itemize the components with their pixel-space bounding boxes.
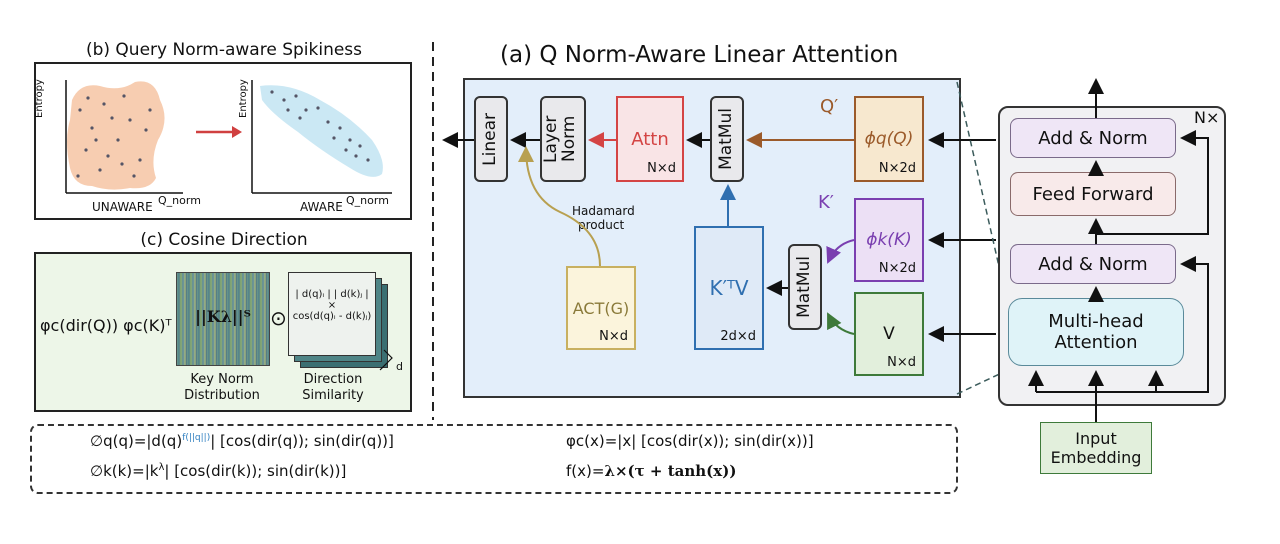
panel-b-title: (b) Query Norm-aware Spikiness <box>85 40 363 60</box>
key-norm-map: ||Kλ||ᵀ <box>176 272 270 366</box>
panel-c-title: (c) Cosine Direction <box>140 230 308 250</box>
nx-label: N× <box>1194 108 1220 127</box>
eq-phi-k: ∅k(k)=|kλ| [cos(dir(k)); sin(dir(k))] <box>90 462 347 480</box>
input-embedding: Input Embedding <box>1040 422 1152 474</box>
layer-norm-block: Layer Norm <box>540 96 586 182</box>
feed-forward: Feed Forward <box>1010 172 1176 216</box>
arrow-act-hadamard <box>518 146 601 267</box>
arrow-phik-matmul <box>826 239 855 264</box>
multi-head-attention: Multi-head Attention <box>1008 298 1184 366</box>
unaware-blob <box>67 81 165 190</box>
add-norm-top: Add & Norm <box>1010 118 1176 158</box>
q-prime-label: Q′ <box>820 96 839 117</box>
hadamard-label-1: Hadamard <box>572 204 635 218</box>
eq-phi-c: φc(x)=|x| [cos(dir(x)); sin(dir(x))] <box>566 432 814 450</box>
dir-line3: cos(d(q)ᵢ - d(k)ⱼ) <box>292 311 372 322</box>
d-label: d <box>396 360 403 373</box>
act-block: ACT(G) N×d <box>566 266 636 350</box>
panel-c-formula: φc(dir(Q)) φc(K)ᵀ <box>40 316 172 335</box>
caption-direction-1: Direction <box>303 372 363 387</box>
linear-block: Linear <box>474 96 508 182</box>
direction-card: | d(q)ᵢ | | d(k)ⱼ | × cos(d(q)ᵢ - d(k)ⱼ) <box>288 272 376 356</box>
caption-direction-2: Similarity <box>302 388 364 403</box>
odot-symbol: ⊙ <box>270 306 287 330</box>
caption-key-norm-2: Distribution <box>184 388 260 403</box>
eq-phi-q: ∅q(q)=|d(q)f(||q||)| [cos(dir(q)); sin(d… <box>90 432 394 450</box>
dir-line2: × <box>327 300 337 311</box>
panel-b-frame <box>34 62 412 220</box>
v-block: V N×d <box>854 292 924 376</box>
aware-points <box>270 90 370 162</box>
attn-block: Attn N×d <box>616 96 684 182</box>
phi-k-block: ϕk(K) N×2d <box>854 198 924 282</box>
matmul-bottom-block: MatMul <box>788 244 822 330</box>
right-xlabel: Q_norm <box>346 194 389 207</box>
caption-key-norm-1: Key Norm <box>190 372 254 387</box>
add-norm-bottom: Add & Norm <box>1010 244 1176 284</box>
left-caption: UNAWARE <box>92 200 153 214</box>
arrow-v-matmul <box>827 312 855 335</box>
unaware-points <box>76 94 152 178</box>
hadamard-label-2: product <box>578 218 625 232</box>
ktv-block: K′ᵀV 2d×d <box>694 226 764 350</box>
k-prime-label: K′ <box>818 192 834 213</box>
aware-blob <box>260 85 383 177</box>
panel-a-title: (a) Q Norm-Aware Linear Attention <box>500 42 899 68</box>
eq-f: f(x)=λ×(τ + tanh(x)) <box>566 462 737 480</box>
matmul-top-block: MatMul <box>710 96 744 182</box>
left-xlabel: Q_norm <box>158 194 201 207</box>
key-norm-text: ||Kλ||ᵀ <box>195 307 251 326</box>
equations-frame <box>30 424 958 494</box>
right-caption: AWARE <box>300 200 343 214</box>
dir-line1: | d(q)ᵢ | | d(k)ⱼ | <box>295 289 369 300</box>
phi-q-block: ϕq(Q) N×2d <box>854 96 924 182</box>
